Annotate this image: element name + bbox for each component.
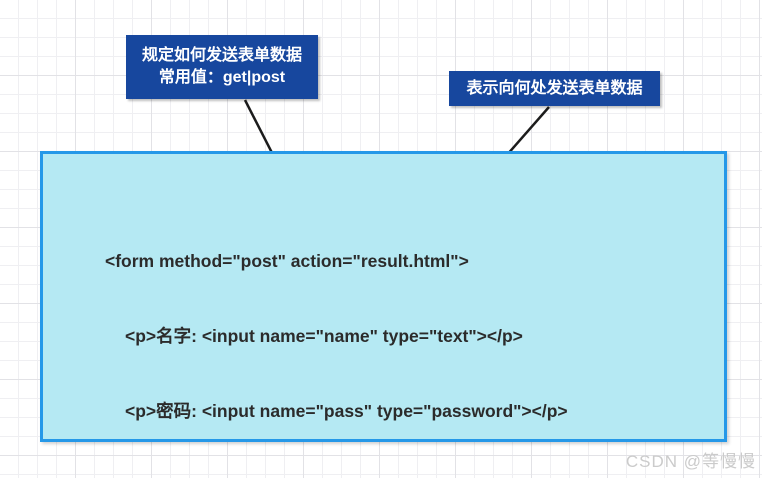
- callout-action-text: 表示向何处发送表单数据: [466, 79, 643, 97]
- code-line: <p>名字: <input name="name" type="text"></…: [125, 326, 523, 346]
- watermark: CSDN @等慢慢: [625, 452, 756, 471]
- code-line: <form method="post" action="result.html"…: [105, 251, 469, 271]
- callout-method-line2: 常用值：get|post: [158, 69, 286, 86]
- callout-method-line1: 规定如何发送表单数据: [141, 47, 302, 64]
- callout-action-note: 表示向何处发送表单数据: [449, 71, 660, 106]
- code-box: <form method="post" action="result.html"…: [40, 151, 727, 478]
- callout-method-note: 规定如何发送表单数据 常用值：get|post: [126, 35, 318, 99]
- code-line: <p>密码: <input name="pass" type="password…: [125, 401, 568, 421]
- code-line: <p>: [105, 474, 724, 478]
- code-sample: <form method="post" action="result.html"…: [43, 154, 724, 478]
